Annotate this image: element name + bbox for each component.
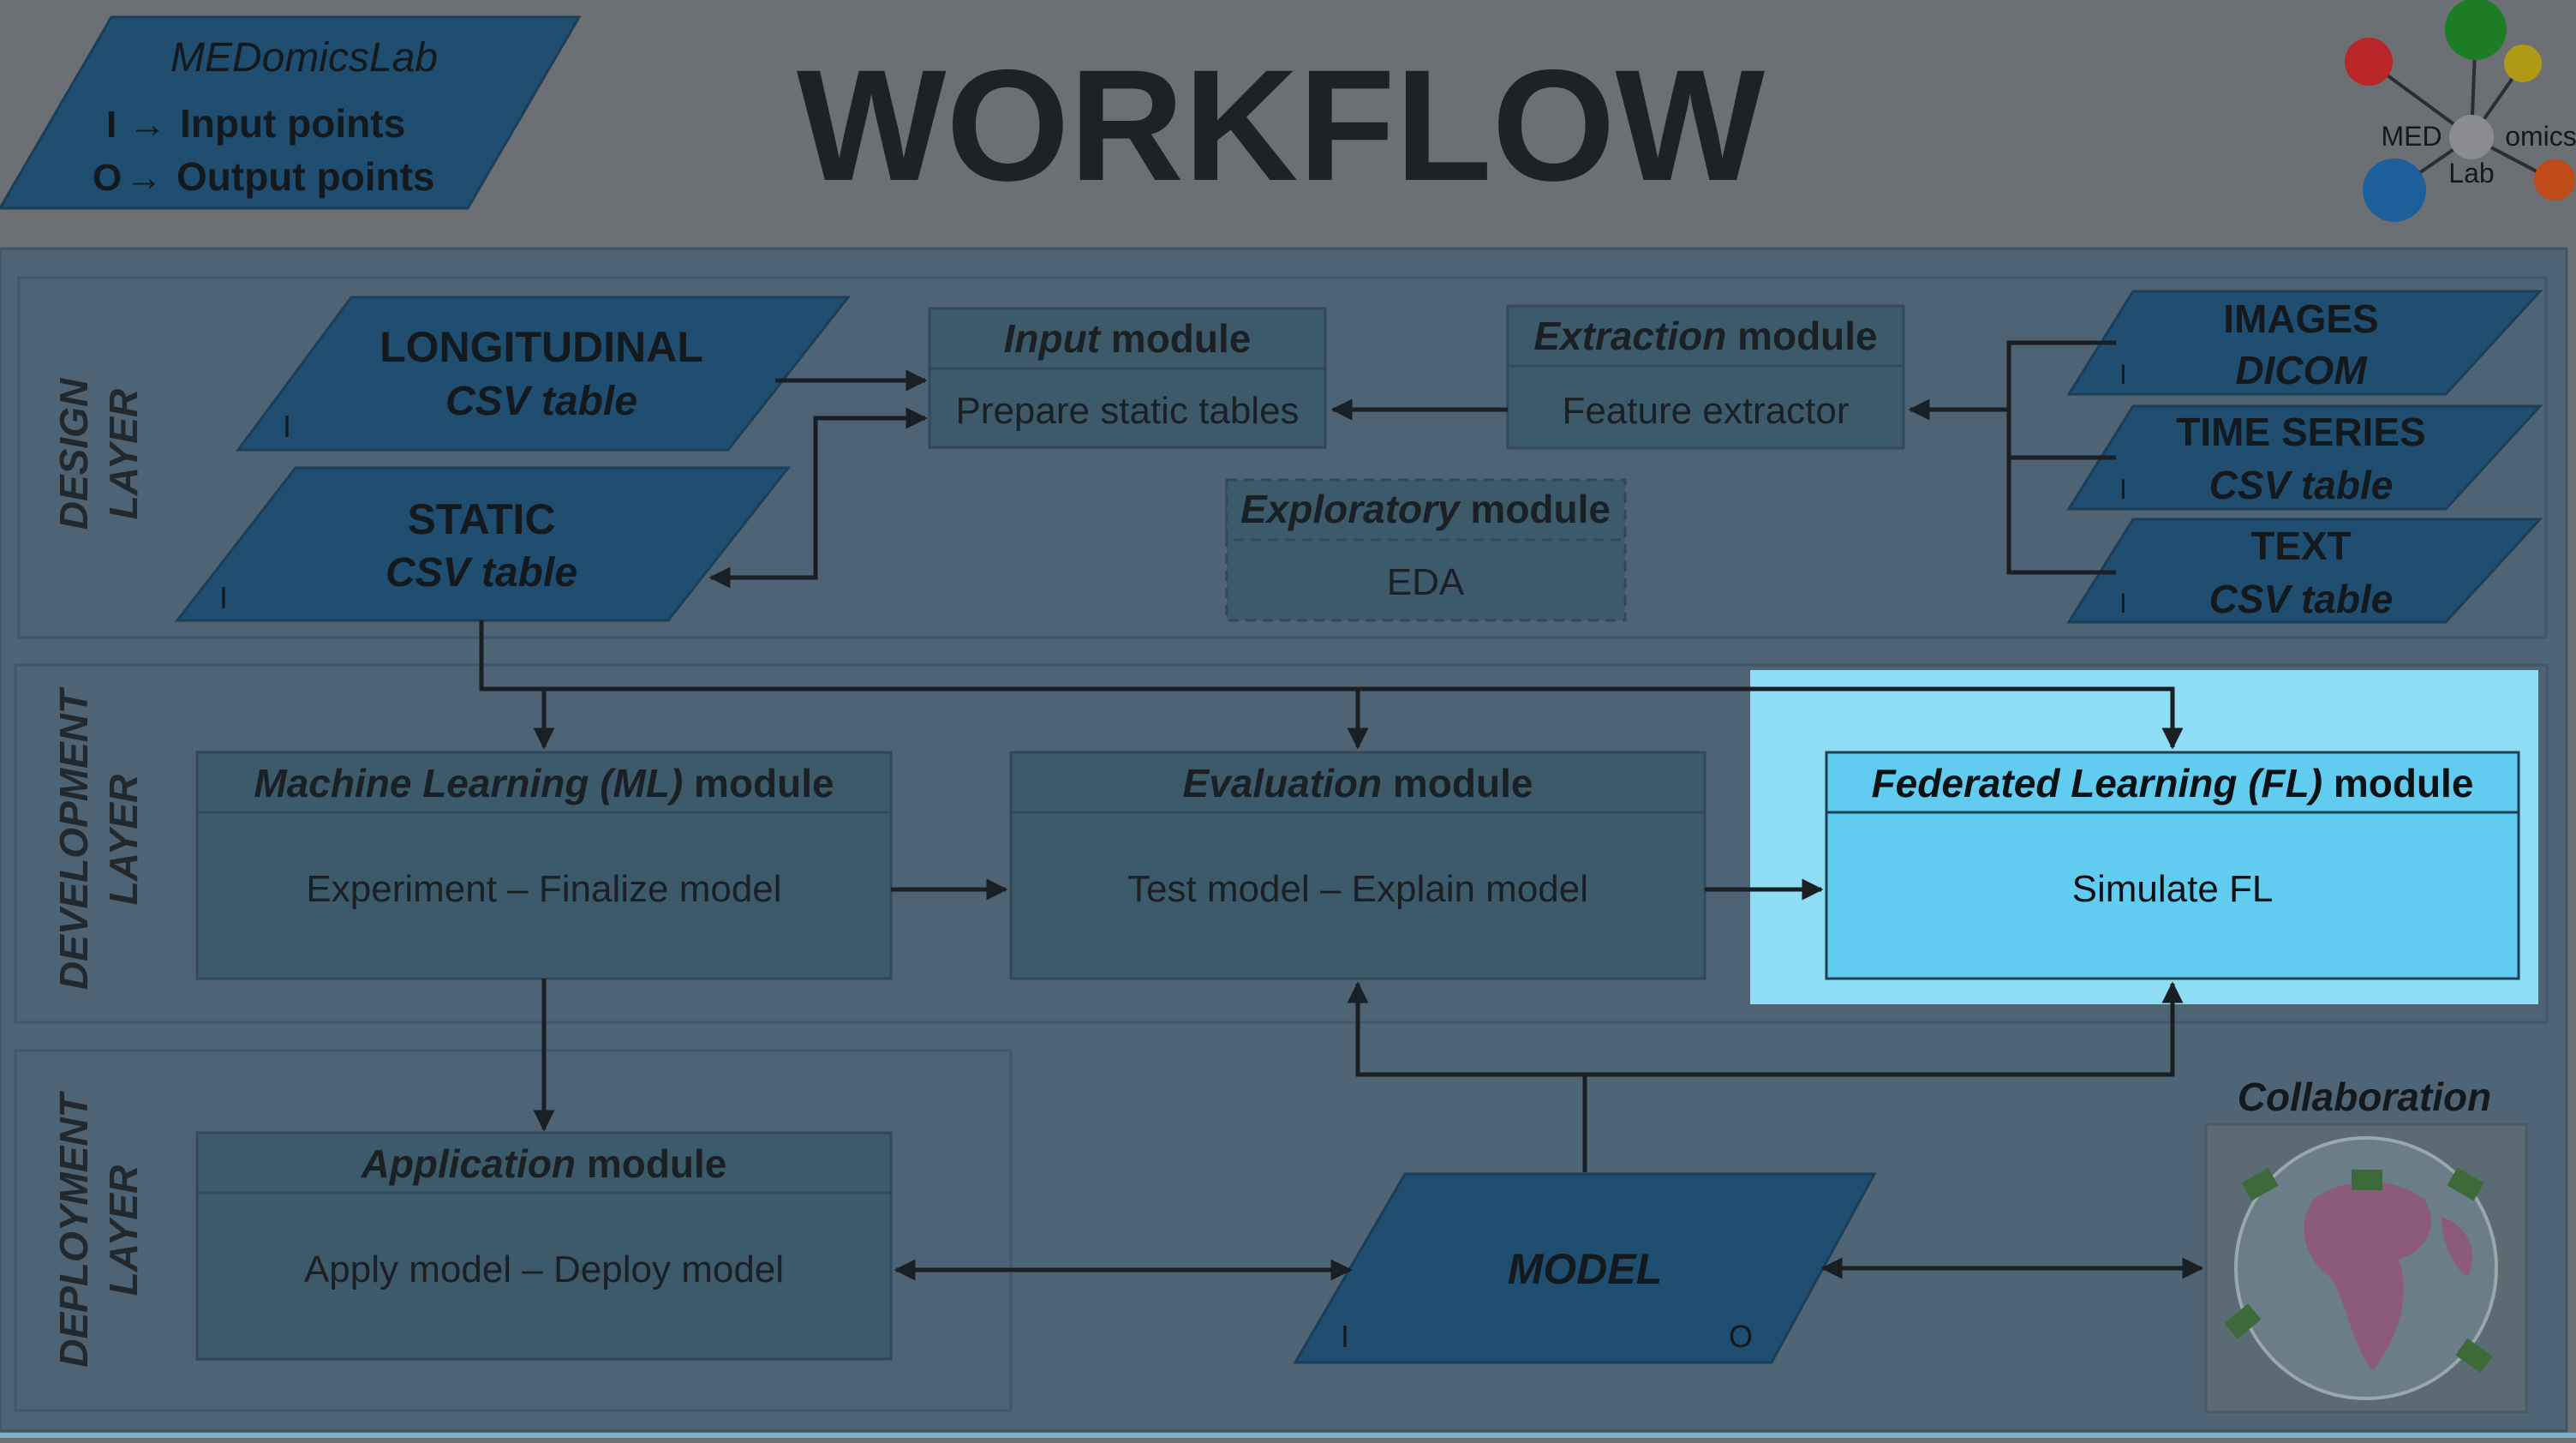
medomicslab-logo: MED Lab omics: [2345, 0, 2576, 222]
model-title: MODEL: [1508, 1245, 1663, 1293]
time-series-title: TIME SERIES: [2176, 410, 2425, 454]
globe-continent-east: [2442, 1217, 2472, 1277]
time-series-source: TIME SERIES CSV table I: [2066, 404, 2543, 511]
static-source: STATIC CSV table I: [174, 466, 792, 622]
fl-module[interactable]: Federated Learning (FL) module Simulate …: [1825, 751, 2520, 980]
evaluation-module-title: Evaluation module: [1183, 761, 1533, 805]
logo-red-node: [2345, 38, 2393, 86]
static-title: STATIC: [407, 495, 555, 543]
evaluation-module-body: Test model – Explain model: [1127, 868, 1588, 910]
legend-brand: MEDomicsLab: [170, 35, 438, 81]
text-source: TEXT CSV table I: [2066, 518, 2543, 624]
globe-continent: [2304, 1182, 2432, 1371]
logo-blue-node: [2363, 159, 2426, 222]
images-subtitle: DICOM: [2235, 348, 2368, 392]
input-module-body: Prepare static tables: [955, 390, 1299, 432]
model-output: MODEL I O: [1293, 1172, 1877, 1364]
arrow-model-to-evaluation: [1347, 981, 1587, 1172]
logo-text-omics: omics: [2505, 121, 2576, 152]
application-module-title: Application module: [361, 1141, 727, 1186]
legend-output-symbol: O: [93, 157, 122, 199]
computer-node-icon: [2447, 1167, 2484, 1201]
development-layer-label-2: LAYER: [101, 775, 146, 906]
computer-node-icon: [2352, 1170, 2382, 1190]
text-subtitle: CSV table: [2209, 577, 2394, 621]
longitudinal-title: LONGITUDINAL: [380, 323, 703, 371]
application-module-body: Apply model – Deploy model: [304, 1248, 784, 1290]
static-input-port: I: [219, 580, 228, 615]
longitudinal-source: LONGITUDINAL CSV table I: [236, 296, 852, 452]
logo-text-lab: Lab: [2448, 158, 2494, 189]
text-input-port: I: [2119, 588, 2127, 619]
arrow-model-to-fl: [1585, 981, 2184, 1077]
logo-center-node: [2449, 115, 2494, 159]
images-title: IMAGES: [2223, 296, 2378, 341]
collaboration-globe-image: [2204, 1123, 2528, 1414]
extraction-module[interactable]: Extraction module Feature extractor: [1506, 304, 1905, 450]
longitudinal-subtitle: CSV table: [445, 379, 637, 424]
logo-text-med: MED: [2381, 121, 2442, 152]
legend-input-arrow: →: [129, 104, 166, 146]
model-output-port: O: [1729, 1319, 1753, 1354]
legend-input-text: Input points: [180, 101, 405, 146]
evaluation-module[interactable]: Evaluation module Test model – Explain m…: [1009, 751, 1706, 980]
logo-green-node: [2445, 0, 2507, 60]
bottom-edge-line: [0, 1433, 2576, 1438]
ml-module-title: Machine Learning (ML) module: [254, 761, 834, 805]
ml-module-body: Experiment – Finalize model: [306, 868, 781, 910]
development-layer-label-1: DEVELOPMENT: [51, 686, 96, 990]
deployment-layer-label-2: LAYER: [101, 1165, 146, 1296]
input-module-title: Input module: [1004, 316, 1252, 361]
ml-module[interactable]: Machine Learning (ML) module Experiment …: [195, 751, 893, 980]
time-series-subtitle: CSV table: [2209, 463, 2394, 507]
arrow-static-to-fl: [479, 620, 2184, 750]
static-subtitle: CSV table: [386, 550, 577, 596]
input-module[interactable]: Input module Prepare static tables: [928, 307, 1327, 449]
extraction-module-title: Extraction module: [1533, 314, 1877, 358]
fl-module-body: Simulate FL: [2072, 868, 2274, 910]
legend-shape: [0, 15, 582, 210]
design-layer-label-2: LAYER: [101, 389, 146, 520]
text-title: TEXT: [2250, 524, 2352, 568]
arrow-input-static: [708, 407, 928, 589]
computer-node-icon: [2241, 1167, 2279, 1201]
exploratory-module-title: Exploratory module: [1240, 487, 1611, 531]
computer-node-icon: [2455, 1338, 2493, 1374]
page-title: WORKFLOW: [797, 38, 1766, 214]
legend-input-symbol: I: [106, 104, 117, 146]
logo-orange-node: [2534, 159, 2575, 201]
time-series-input-port: I: [2119, 474, 2127, 505]
model-input-port: I: [1341, 1319, 1349, 1354]
images-source: IMAGES DICOM I: [2066, 290, 2543, 396]
legend-output-text: Output points: [176, 154, 434, 199]
design-layer-label-1: DESIGN: [51, 378, 96, 530]
deployment-layer-label-1: DEPLOYMENT: [51, 1090, 96, 1367]
longitudinal-input-port: I: [283, 409, 291, 444]
computer-node-icon: [2224, 1303, 2262, 1339]
legend-output-arrow: →: [125, 157, 163, 199]
images-input-port: I: [2119, 359, 2127, 390]
exploratory-module[interactable]: Exploratory module EDA: [1225, 478, 1627, 622]
fl-module-title: Federated Learning (FL) module: [1872, 761, 2474, 805]
legend: MEDomicsLab I → Input points O → Output …: [0, 15, 582, 210]
logo-yellow-node: [2504, 45, 2542, 82]
extraction-module-body: Feature extractor: [1562, 390, 1849, 432]
exploratory-module-body: EDA: [1387, 561, 1465, 603]
collaboration-title: Collaboration: [2238, 1075, 2491, 1119]
application-module[interactable]: Application module Apply model – Deploy …: [195, 1131, 893, 1361]
